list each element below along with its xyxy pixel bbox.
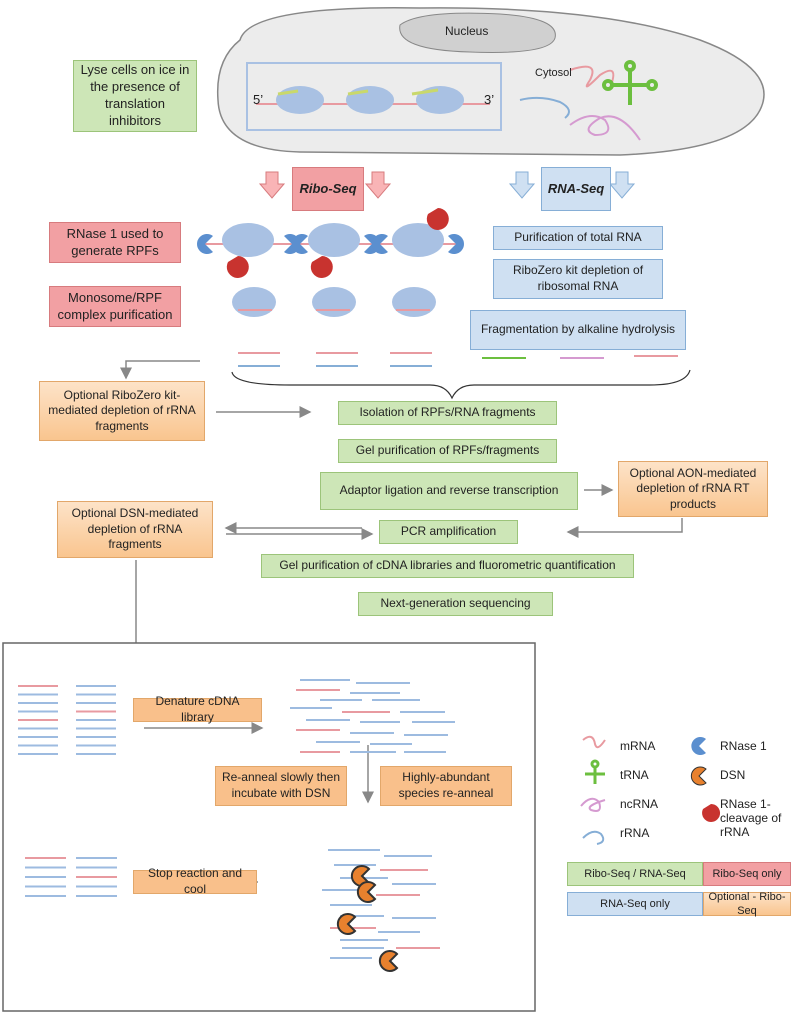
ribozero-step: RiboZero kit depletion of ribosomal RNA [493, 259, 663, 299]
mrna-icon [569, 65, 615, 89]
denature-step: Denature cDNA library [133, 694, 262, 724]
nucleus [399, 12, 556, 53]
optional-dsn-step: Optional DSN-mediated depletion of rRNA … [57, 501, 213, 558]
legend-rnase1: RNase 1 [720, 739, 767, 753]
reanneal-step: Re-anneal slowly then incubate with DSN [215, 766, 347, 806]
legend-ncrna: ncRNA [620, 797, 659, 811]
fragmentation-step: Fragmentation by alkaline hydrolysis [470, 310, 686, 350]
legend-rna-only: RNA-Seq only [567, 892, 703, 916]
rna-seq-label: RNA-Seq [541, 167, 611, 211]
ribo-seq-label: Ribo-Seq [292, 167, 364, 211]
rnase1-cleavage-icon [702, 803, 721, 822]
rnase1-step: RNase 1 used to generate RPFs [49, 222, 181, 263]
adaptor-step: Adaptor ligation and reverse transcripti… [320, 472, 578, 510]
mrna-frame [246, 62, 502, 131]
dsn-icon [336, 913, 357, 935]
optional-aon-step: Optional AON-mediated depletion of rRNA … [618, 461, 768, 517]
mrna-icon [582, 735, 606, 749]
ribosome [346, 86, 394, 114]
rnase1-icon [691, 737, 706, 755]
inset-panel [2, 642, 536, 1012]
rrna-icon [582, 830, 605, 845]
legend-trna: tRNA [620, 768, 649, 782]
legend-dsn: DSN [720, 768, 746, 782]
trna-icon [602, 60, 658, 105]
legend-optional-ribo: Optional - Ribo-Seq [703, 891, 791, 917]
stop-step: Stop reaction and cool [133, 866, 257, 896]
total-rna-step: Purification of total RNA [493, 226, 663, 250]
monosome-step: Monosome/RPF complex purification [49, 286, 181, 327]
nucleus-label: Nucleus [445, 24, 489, 38]
isolation-step: Isolation of RPFs/RNA fragments [338, 401, 557, 425]
rnase1-icon [196, 234, 213, 255]
rrna-icon [519, 96, 570, 119]
ribosome [276, 86, 324, 114]
ncrna-icon [569, 115, 641, 141]
ncrna-icon [580, 797, 606, 812]
rnase1-cleavage-icon [426, 208, 449, 230]
pcr-step: PCR amplification [379, 520, 518, 544]
ribosome [416, 86, 464, 114]
optional-ribozero-step: Optional RiboZero kit-mediated depletion… [39, 381, 205, 441]
legend-mrna: mRNA [620, 739, 656, 753]
trna-icon [585, 759, 605, 784]
five-prime-label: 5’ [253, 92, 264, 107]
gel-cdna-step: Gel purification of cDNA libraries and f… [261, 554, 634, 578]
cell-outline [216, 7, 765, 156]
dsn-icon [356, 881, 377, 903]
legend-ribo-rna: Ribo-Seq / RNA-Seq [567, 862, 703, 886]
legend-rnase1-cleavage: RNase 1- cleavage of rRNA [720, 797, 782, 839]
dsn-icon [378, 950, 399, 972]
three-prime-label: 3’ [484, 92, 495, 107]
cytosol-label: Cytosol [535, 67, 572, 79]
lyse-step: Lyse cells on ice in the presence of tra… [73, 60, 197, 132]
legend-ribo-only: Ribo-Seq only [703, 862, 791, 886]
dsn-icon [690, 766, 707, 786]
ngs-step: Next-generation sequencing [358, 592, 553, 616]
abundant-step: Highly-abundant species re-anneal [380, 766, 512, 806]
gel-purification-step: Gel purification of RPFs/fragments [338, 439, 557, 463]
legend-rrna: rRNA [620, 826, 650, 840]
legend [580, 735, 721, 845]
merge-brace [231, 369, 691, 400]
